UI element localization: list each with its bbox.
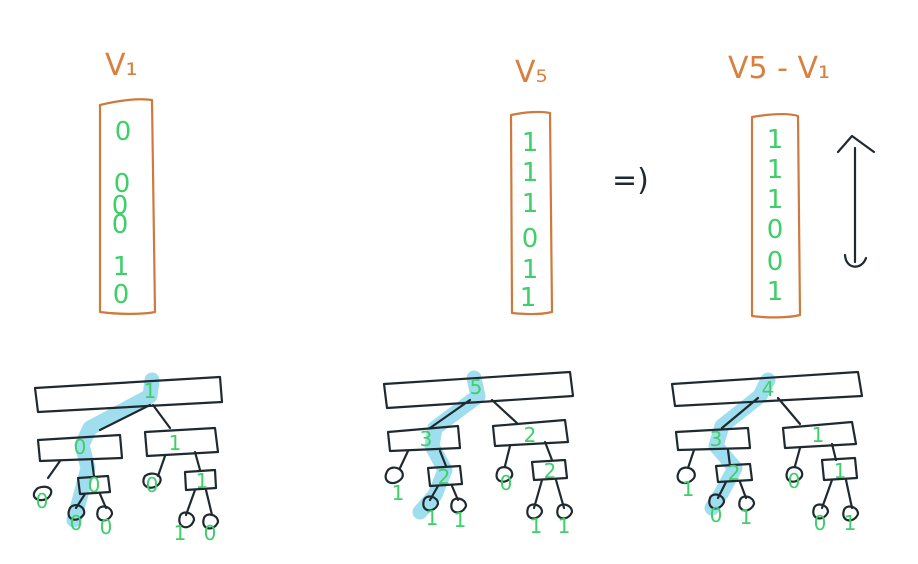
tree-1-deep-leaf: 0 bbox=[204, 521, 217, 545]
tree-3-right-node bbox=[781, 420, 858, 450]
tree-2-left-value: 3 bbox=[420, 427, 433, 451]
tree-3-leaf: 1 bbox=[834, 459, 847, 483]
tree-2-left-node bbox=[386, 424, 462, 453]
tree-3-root-value: 4 bbox=[762, 377, 775, 401]
vector-v5-bit: 1 bbox=[520, 283, 537, 313]
tree-2-highlight-path bbox=[412, 370, 486, 520]
tree-2: 5 3 2 1 2 0 2 1 1 1 1 bbox=[382, 370, 575, 538]
vector-v1-bit: 0 bbox=[114, 169, 131, 199]
vector-v5-bit: 1 bbox=[522, 128, 539, 158]
tree-3-deep-leaf: 1 bbox=[740, 505, 753, 529]
tree-3-leaf: 1 bbox=[682, 477, 695, 501]
vector-diff-bit: 0 bbox=[767, 215, 784, 245]
tree-2-leaf: 2 bbox=[544, 459, 557, 483]
tree-2-deep-leaf: 1 bbox=[426, 506, 439, 530]
vector-v1-bit: 0 bbox=[112, 191, 129, 221]
tree-3-right-value: 1 bbox=[812, 423, 825, 447]
tree-1-leaf: 0 bbox=[88, 473, 101, 497]
vector-v1-bit: 0 bbox=[112, 210, 129, 240]
tree-1-deep-leaf: 0 bbox=[70, 511, 83, 535]
tree-3-left-value: 3 bbox=[710, 427, 723, 451]
tree-2-deep-leaf: 1 bbox=[454, 508, 467, 532]
tree-3-deep-leaf: 1 bbox=[844, 511, 857, 535]
tree-1-deep-leaf: 1 bbox=[174, 521, 187, 545]
tree-1-leaf: 0 bbox=[36, 489, 49, 513]
tree-1-leaf: 1 bbox=[196, 469, 209, 493]
vector-diff-bit: 1 bbox=[767, 125, 784, 155]
vector-v1-bit: 0 bbox=[113, 280, 130, 310]
vector-v1: V₁ 0 0 0 0 1 0 bbox=[98, 48, 157, 315]
vector-v1-bit: 1 bbox=[113, 252, 130, 282]
tree-2-leaf: 2 bbox=[438, 465, 451, 489]
vector-v1-bit: 0 bbox=[115, 117, 132, 147]
tree-1-root-value: 1 bbox=[144, 379, 157, 403]
tree-1-deep-leaf: 0 bbox=[100, 515, 113, 539]
tree-2-right-value: 2 bbox=[524, 423, 537, 447]
vector-v5-label: V₅ bbox=[515, 55, 548, 90]
tree-3-deep-leaf: 0 bbox=[814, 511, 827, 535]
tree-2-root-value: 5 bbox=[470, 375, 483, 399]
tree-2-leaf: 0 bbox=[500, 471, 513, 495]
vector-diff-bit: 0 bbox=[767, 247, 784, 277]
vector-diff-bit: 1 bbox=[767, 155, 784, 185]
tree-1-root-node bbox=[33, 375, 224, 414]
vector-diff-bit: 1 bbox=[767, 277, 784, 307]
tree-2-root-node bbox=[382, 370, 575, 410]
vector-v5-bit: 1 bbox=[522, 158, 539, 188]
vector-v1-label: V₁ bbox=[105, 48, 138, 83]
tree-1-right-value: 1 bbox=[169, 431, 182, 455]
tree-1-left-node bbox=[36, 433, 124, 463]
vector-diff-bit: 1 bbox=[767, 185, 784, 215]
tree-2-right-node bbox=[491, 418, 570, 448]
range-arrow-head-down bbox=[843, 253, 868, 268]
vector-v5-bar bbox=[509, 110, 554, 316]
tree-3: 4 3 1 1 2 0 1 0 1 0 1 bbox=[670, 370, 864, 535]
vector-v5-bit: 0 bbox=[522, 224, 539, 254]
tree-3-left-node bbox=[674, 426, 752, 452]
vector-v5: V₅ 1 1 1 0 1 1 bbox=[509, 55, 554, 316]
range-arrow bbox=[836, 134, 876, 268]
vector-v1-bar bbox=[98, 98, 157, 315]
tree-2-deep-leaf: 1 bbox=[558, 514, 571, 538]
vector-diff-label: V5 - V₁ bbox=[728, 51, 830, 86]
tree-2-deep-leaf: 1 bbox=[530, 514, 543, 538]
tree-1-highlight-path bbox=[66, 372, 160, 528]
tree-1-left-value: 0 bbox=[74, 435, 87, 459]
tree-3-leaf: 0 bbox=[788, 469, 801, 493]
tree-1-leaf: 0 bbox=[146, 473, 159, 497]
implies-symbol: =) bbox=[612, 163, 649, 198]
vector-v5-bit: 1 bbox=[522, 255, 539, 285]
range-arrow-head-up bbox=[836, 134, 876, 154]
tree-3-deep-leaf: 0 bbox=[710, 503, 723, 527]
vector-diff: V5 - V₁ 1 1 1 0 0 1 bbox=[728, 51, 830, 319]
tree-3-root-node bbox=[670, 370, 864, 408]
tree-1: 1 0 1 0 0 0 1 0 0 1 0 bbox=[32, 372, 224, 545]
vector-diff-bar bbox=[750, 113, 802, 319]
tree-3-leaf: 2 bbox=[728, 461, 741, 485]
tree-1-right-node bbox=[143, 426, 220, 458]
tree-2-leaf: 1 bbox=[392, 481, 405, 505]
vector-v5-bit: 1 bbox=[522, 189, 539, 219]
